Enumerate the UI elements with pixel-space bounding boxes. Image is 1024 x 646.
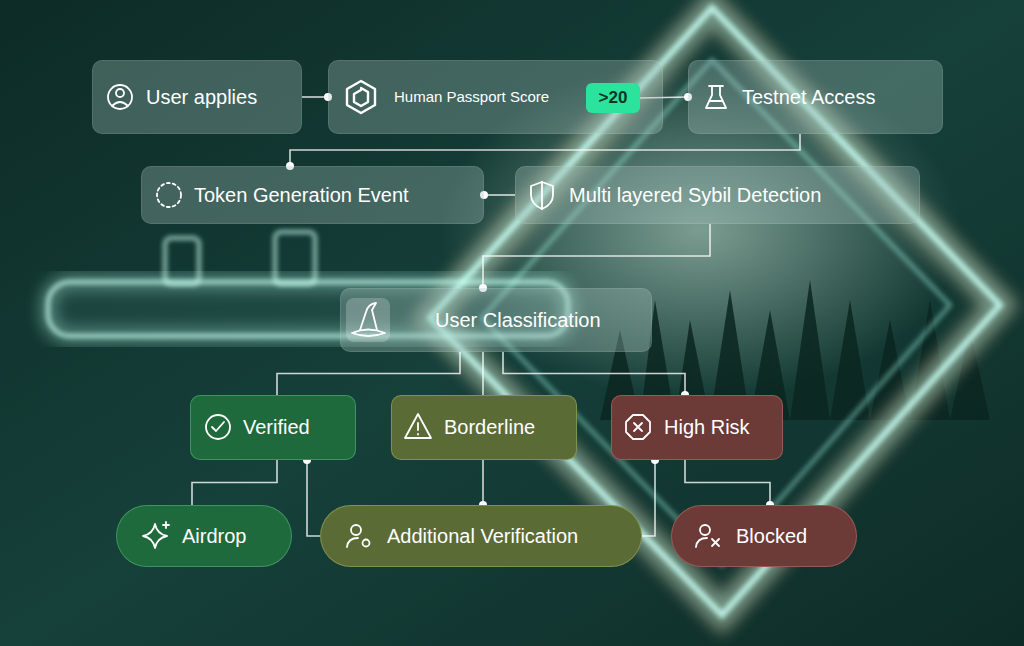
- shield-icon: [531, 182, 553, 209]
- passport-inner: [354, 88, 368, 106]
- step-box: Human Passport Score >20: [328, 60, 663, 134]
- hat-cone: [360, 303, 377, 330]
- outcome-pill: Blocked: [671, 505, 857, 567]
- class-box: High Risk: [611, 395, 783, 460]
- user-gear-cog: [363, 540, 370, 547]
- check-icon: [206, 415, 230, 439]
- connector: [482, 352, 484, 395]
- hat-tile: [346, 298, 390, 342]
- node-label: User applies: [146, 86, 257, 109]
- node-label: Blocked: [736, 525, 807, 548]
- hat-brim: [352, 330, 385, 337]
- connector: [484, 194, 515, 196]
- user-icon-head: [116, 89, 124, 97]
- connector: [483, 224, 710, 288]
- node-label: Verified: [243, 416, 310, 439]
- stop-icon: [626, 415, 650, 439]
- step-box: User Classification: [340, 288, 652, 352]
- shield-shape: [531, 182, 553, 209]
- warning-mark: [417, 423, 419, 435]
- connector: [482, 460, 484, 505]
- sparkle-big: [143, 524, 167, 548]
- connector: [192, 460, 277, 505]
- user-x-head: [700, 525, 710, 535]
- wizard-hat-icon: [346, 298, 390, 342]
- user-gear-body: [347, 538, 358, 547]
- shield-divider: [541, 182, 543, 209]
- user-x-cross: [712, 539, 719, 546]
- class-box: Borderline: [391, 395, 577, 460]
- stop-cross: [634, 423, 642, 431]
- sparkle-icon: [143, 522, 169, 548]
- user-icon: [108, 85, 132, 109]
- connector: [290, 134, 800, 166]
- connector: [277, 352, 460, 395]
- node-label: High Risk: [664, 416, 750, 439]
- connector: [307, 460, 320, 536]
- stop-octagon: [626, 415, 650, 439]
- node-label: Multi layered Sybil Detection: [569, 184, 821, 207]
- user-x-body: [696, 538, 707, 547]
- outcome-pill: Airdrop: [116, 505, 292, 567]
- dashed-circle-icon: [157, 183, 181, 207]
- user-gear-head: [351, 525, 361, 535]
- step-box: User applies: [92, 60, 302, 134]
- passport-hexagon: [347, 81, 375, 113]
- node-label: Airdrop: [182, 525, 246, 548]
- sparkle-small: [163, 522, 169, 528]
- step-box: Multi layered Sybil Detection: [515, 166, 920, 224]
- warning-triangle: [405, 414, 431, 438]
- score-badge: >20: [586, 83, 640, 113]
- node-label: User Classification: [435, 309, 601, 332]
- flask-shape: [706, 86, 726, 108]
- node-label: Borderline: [444, 416, 535, 439]
- key-tooth: [165, 238, 199, 284]
- node-label: Additional Verification: [387, 525, 578, 548]
- check-ring: [206, 415, 230, 439]
- user-icon-ring: [108, 85, 132, 109]
- passport-icon: [347, 81, 375, 113]
- warning-icon: [405, 414, 431, 438]
- node-label: Human Passport Score: [394, 88, 549, 105]
- connector: [642, 460, 655, 536]
- step-box: Testnet Access: [688, 60, 943, 134]
- key-tooth: [275, 232, 315, 284]
- user-icon-body: [112, 102, 128, 106]
- class-box: Verified: [190, 395, 356, 460]
- connector: [685, 460, 770, 505]
- check-mark: [212, 422, 224, 431]
- connector: [503, 352, 685, 395]
- user-x-icon: [696, 525, 719, 547]
- score-threshold: >20: [599, 88, 628, 108]
- node-label: Token Generation Event: [194, 184, 409, 207]
- outcome-pill: Additional Verification: [320, 505, 642, 567]
- node-label: Testnet Access: [742, 86, 875, 109]
- step-box: Token Generation Event: [141, 166, 484, 224]
- user-gear-icon: [347, 525, 370, 547]
- flask-icon: [706, 86, 726, 108]
